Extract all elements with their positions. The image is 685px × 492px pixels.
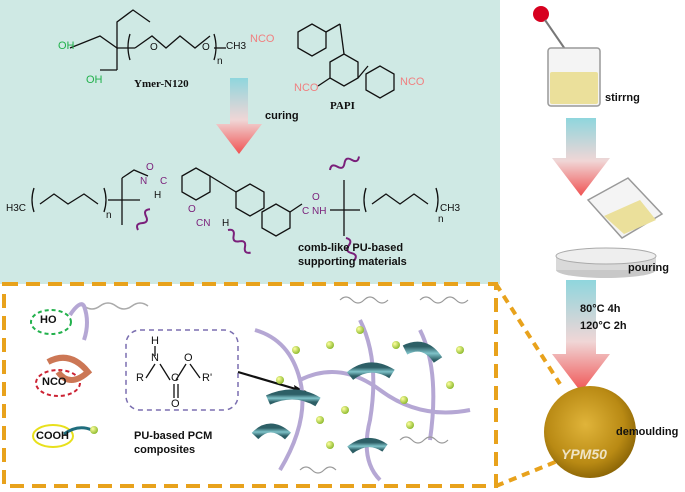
zoom-line-top	[494, 282, 562, 386]
mold-dish-icon	[555, 247, 657, 278]
ho-label: HO	[40, 314, 57, 326]
nco-label-1: NCO	[250, 33, 275, 45]
papi-structure	[297, 23, 395, 99]
ypm50-sample-disc	[544, 386, 636, 478]
product-o-3: O	[312, 192, 320, 203]
ho-group-ellipse	[30, 309, 72, 335]
urethane-bonds	[145, 346, 201, 398]
product-n-2: n	[438, 214, 444, 225]
cooh-dot	[90, 426, 98, 434]
product-h3c: H3C	[6, 203, 27, 214]
step-stirring-label: stirrng	[605, 92, 640, 104]
condition-2-label: 120°C 2h	[580, 320, 627, 332]
nco-tube	[46, 354, 93, 383]
ch3-label: CH3	[226, 41, 247, 52]
urethane-c: C	[171, 372, 179, 384]
product-nh-3: NH	[312, 206, 327, 217]
step-pouring-label: pouring	[628, 262, 669, 274]
product-c-3: C	[302, 206, 310, 217]
cooh-tail	[63, 426, 93, 436]
curing-arrow	[216, 78, 262, 154]
bottom-panel-border	[2, 282, 498, 488]
product-side-chains	[136, 156, 360, 262]
nco-label-3: NCO	[400, 76, 425, 88]
product-h-1: H	[154, 190, 162, 201]
ho-arm	[68, 302, 89, 341]
urethane-o-ring: O	[184, 352, 193, 364]
product-o-2: O	[188, 204, 196, 215]
top-panel-background	[0, 0, 500, 284]
product-c-1: C	[160, 176, 168, 187]
oh-label-2: OH	[86, 74, 103, 86]
o-label-2: O	[202, 42, 210, 53]
product-cn: CN	[196, 218, 211, 229]
oh-label-1: OH	[58, 40, 75, 52]
product-nh-1: N	[140, 176, 148, 187]
papi-name: PAPI	[330, 100, 355, 112]
composite-network	[251, 296, 471, 482]
urethane-r2: R'	[202, 372, 213, 384]
nco-label: NCO	[42, 376, 67, 388]
beaker-2-icon	[586, 177, 664, 239]
product-structure	[31, 167, 439, 237]
nco-group-ellipse	[35, 369, 81, 397]
condition-1-label: 80°C 4h	[580, 303, 621, 315]
o-label-1: O	[150, 42, 158, 53]
ho-chain	[83, 302, 149, 310]
urethane-o-dbl: O	[171, 398, 180, 410]
cooh-group-ellipse	[32, 424, 74, 448]
urethane-n: N	[151, 352, 159, 364]
product-n: n	[106, 210, 112, 221]
sample-label: YPM50	[561, 446, 607, 462]
composite-caption-2: composites	[134, 444, 196, 456]
product-o-1: O	[146, 162, 154, 173]
curing-label: curing	[265, 110, 299, 122]
composite-caption-1: PU-based PCM	[134, 430, 213, 442]
product-ch3: CH3	[440, 203, 461, 214]
ymer-name: Ymer-N120	[134, 78, 189, 90]
product-h-2: H	[222, 218, 230, 229]
ymer-structure	[69, 9, 226, 71]
process-arrow-2	[552, 280, 610, 392]
nco-label-2: NCO	[294, 82, 319, 94]
urethane-r1: R	[136, 372, 144, 384]
step-demoulding-label: demoulding	[616, 426, 679, 438]
product-caption-1: comb-like PU-based	[298, 242, 404, 254]
beaker-1-icon	[547, 47, 601, 107]
n-label: n	[217, 56, 223, 67]
urethane-h: H	[151, 335, 159, 347]
urethane-arrow	[237, 370, 307, 394]
process-arrow-1	[552, 118, 610, 196]
product-caption-2: supporting materials	[298, 256, 407, 268]
cooh-label: COOH	[36, 430, 69, 442]
